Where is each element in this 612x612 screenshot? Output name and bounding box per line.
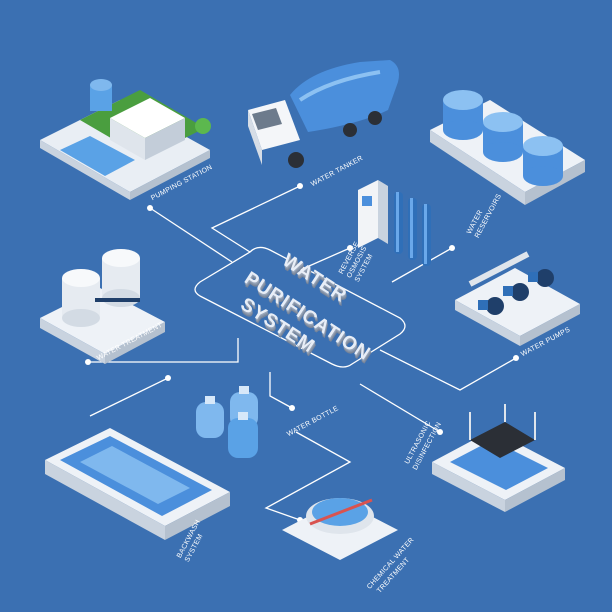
line-reverse-osmosis — [299, 247, 351, 271]
reverse-osmosis-illustration — [358, 180, 431, 266]
line-water-bottle — [269, 372, 293, 409]
line-water-treatment — [88, 338, 239, 363]
line-ultrasonic — [359, 383, 441, 433]
water-treatment-illustration — [40, 249, 165, 364]
water-tanker-illustration — [248, 60, 399, 168]
line-water-pumps — [379, 349, 517, 391]
line-pumping-station — [149, 207, 233, 263]
line-backwash — [89, 377, 169, 417]
connector-dots — [85, 183, 519, 523]
backwash-system-illustration — [45, 428, 230, 540]
ultrasonic-illustration — [432, 404, 565, 512]
pumping-station-illustration — [40, 79, 211, 200]
water-reservoirs-illustration — [430, 90, 585, 205]
water-bottles-illustration — [196, 386, 258, 458]
line-water-tanker — [210, 185, 301, 253]
center-frame — [194, 246, 406, 368]
line-chemical — [264, 431, 352, 521]
line-water-reservoirs — [391, 247, 453, 283]
connector-lines — [88, 185, 517, 521]
chemical-treatment-illustration — [282, 498, 398, 560]
diagram-title: WATER PURIFICATION SYSTEM — [232, 250, 402, 370]
water-pumps-illustration — [455, 251, 580, 346]
